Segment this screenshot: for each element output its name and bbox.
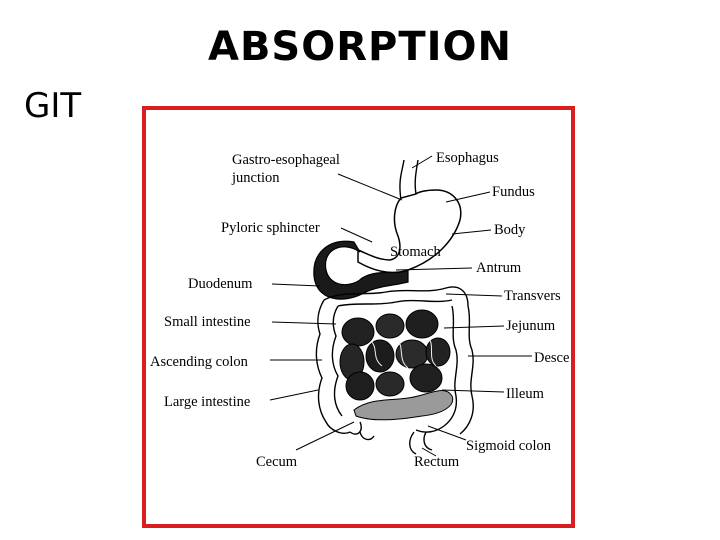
label-ileum: Illeum — [506, 386, 545, 402]
label-junction: junction — [231, 170, 280, 186]
large-intestine-drawing — [315, 286, 474, 455]
label-rectum: Rectum — [414, 454, 460, 470]
leader-lines — [269, 155, 532, 457]
label-cecum: Cecum — [256, 454, 298, 470]
label-transverse: Transvers — [504, 288, 561, 304]
label-large-intestine: Large intestine — [164, 394, 250, 410]
label-fundus: Fundus — [492, 184, 535, 200]
stomach-drawing — [357, 189, 462, 274]
label-body: Body — [494, 222, 526, 238]
label-jejunum: Jejunum — [506, 318, 556, 334]
small-intestine-drawing — [339, 309, 454, 421]
label-sigmoid-colon: Sigmoid colon — [466, 438, 552, 454]
label-antrum: Antrum — [476, 260, 522, 276]
label-small-intestine: Small intestine — [164, 314, 251, 330]
anatomy-figure-frame: Gastro-esophageal junction Esophagus Fun… — [142, 106, 575, 528]
git-label: GIT — [24, 86, 82, 126]
label-esophagus: Esophagus — [436, 150, 499, 166]
digestive-system-diagram: Gastro-esophageal junction Esophagus Fun… — [150, 150, 569, 470]
label-pyloric-sphincter: Pyloric sphincter — [221, 220, 320, 236]
duodenum-drawing — [313, 240, 409, 300]
label-duodenum: Duodenum — [188, 276, 253, 292]
label-gastro-esophageal: Gastro-esophageal — [232, 152, 340, 168]
label-ascending-colon: Ascending colon — [150, 354, 249, 370]
slide-title: ABSORPTION — [207, 24, 513, 70]
esophagus-drawing — [399, 159, 419, 201]
label-stomach: Stomach — [390, 244, 441, 260]
figure-labels: Gastro-esophageal junction Esophagus Fun… — [150, 150, 569, 470]
label-descending: Desce — [534, 350, 569, 366]
